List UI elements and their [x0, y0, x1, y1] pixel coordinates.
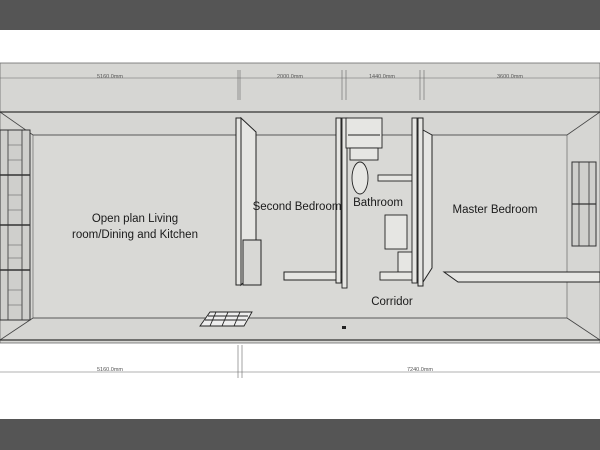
master-bedroom-label: Master Bedroom	[452, 204, 538, 216]
left-window	[0, 129, 31, 321]
floor-plan-diagram	[0, 62, 600, 378]
bathroom-fixtures	[341, 117, 421, 289]
top-dimension-label: 1440.0mm	[369, 74, 395, 80]
master-bedroom-walls	[417, 117, 600, 287]
living-room-label-line2: room/Dining and Kitchen	[72, 229, 198, 241]
bottom-dimension-lines	[0, 345, 600, 378]
bathroom-label: Bathroom	[353, 197, 403, 209]
floor-area	[32, 134, 568, 319]
top-band	[0, 0, 600, 30]
entry-steps	[199, 311, 253, 327]
top-dimension-label: 3600.0mm	[497, 74, 523, 80]
perspective-line	[0, 317, 34, 341]
bottom-dimension-label: 7240.0mm	[407, 367, 433, 373]
bottom-band	[0, 419, 600, 450]
bottom-dimension-label: 5160.0mm	[97, 367, 123, 373]
top-dimension-label: 2000.0mm	[277, 74, 303, 80]
second-bedroom-walls	[235, 116, 347, 287]
top-dimension-label: 5160.0mm	[97, 74, 123, 80]
top-dimension-lines	[0, 70, 600, 100]
living-room-label-line1: Open plan Living	[91, 213, 179, 225]
perspective-line	[566, 111, 600, 136]
right-window	[571, 161, 597, 247]
floor-mark	[342, 326, 346, 329]
corridor-label: Corridor	[371, 296, 413, 308]
perspective-line	[566, 317, 600, 341]
second-bedroom-label: Second Bedroom	[252, 201, 342, 213]
